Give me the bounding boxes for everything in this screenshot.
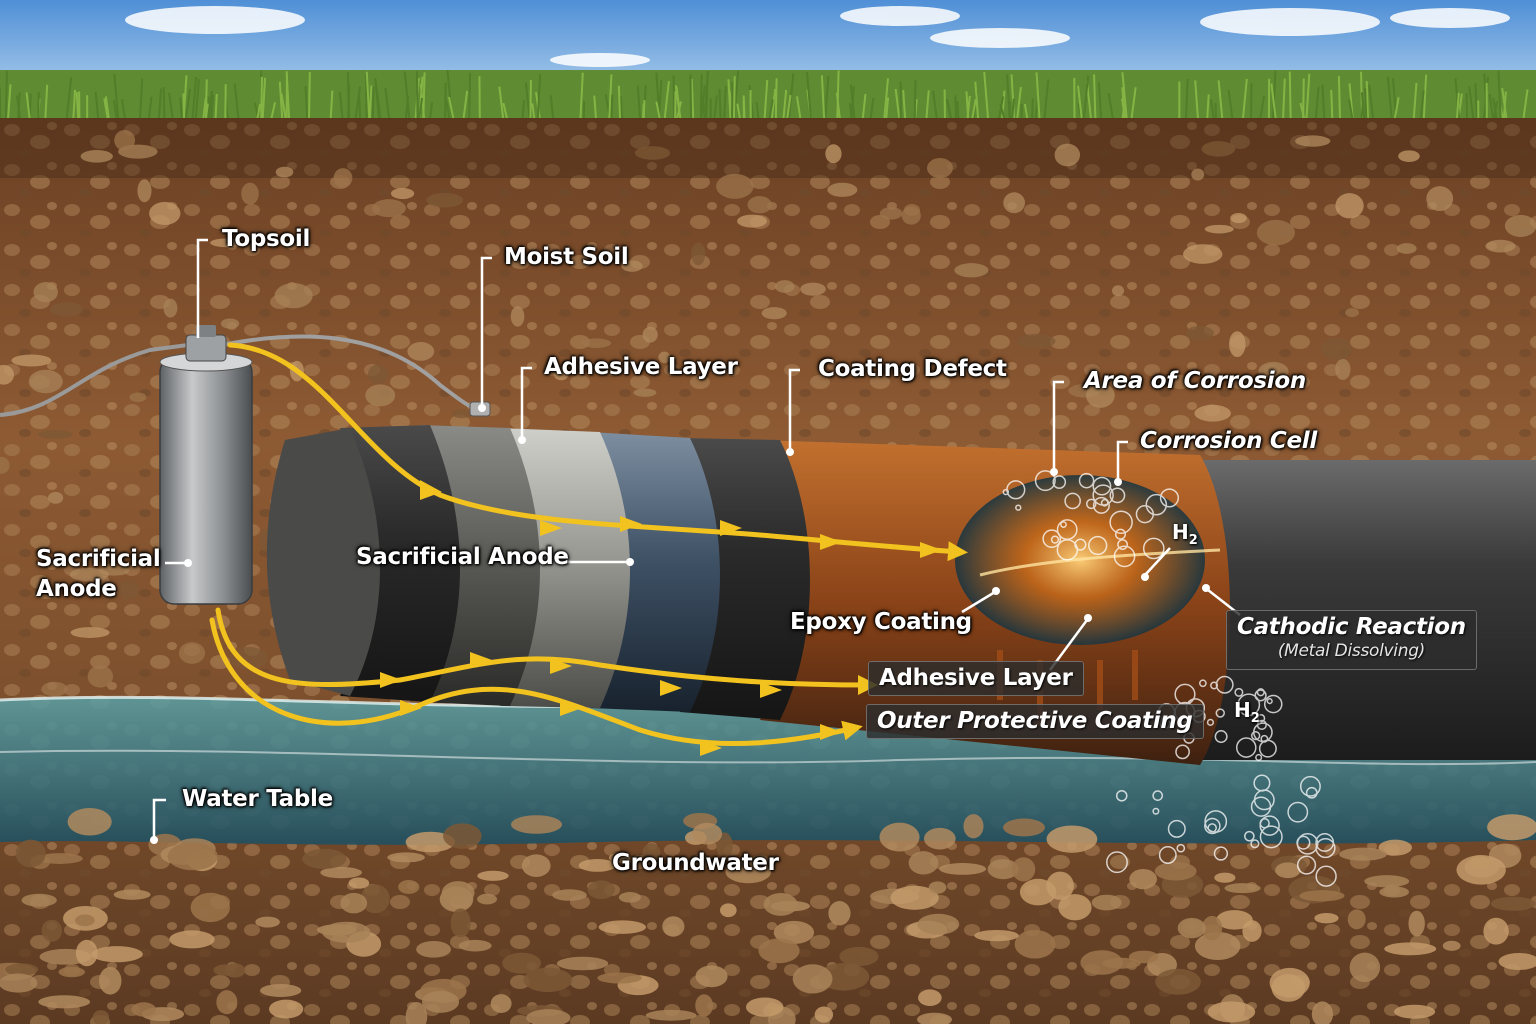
leader-lines [152,238,1241,838]
soil-dark-band [0,118,1536,178]
cathodic-reaction-subtitle: (Metal Dissolving) [1277,641,1426,661]
label-coating-defect: Coating Defect [818,356,1007,382]
label-h2-upper: H2 [1172,520,1198,548]
anode-cylinder [159,325,253,605]
soil-stones [0,129,1536,697]
label-outer-protective-coating: Outer Protective Coating [866,704,1204,739]
label-corrosion-cell: Corrosion Cell [1140,428,1317,454]
label-topsoil: Topsoil [222,226,311,252]
current-flow-arrows [209,342,968,747]
label-sacrificial-anode-pipe: Sacrificial Anode [356,544,569,570]
label-h2-lower: H2 [1234,698,1260,726]
arrowheads [380,480,942,756]
label-cathodic-reaction: Cathodic Reaction (Metal Dissolving) [1226,610,1477,670]
label-moist-soil: Moist Soil [504,244,629,270]
water-foam-line [0,749,1536,766]
coating-band-1 [266,428,380,696]
label-water-table: Water Table [182,786,333,812]
grass [0,70,1536,122]
label-adhesive-layer-top: Adhesive Layer [544,354,738,380]
lower-gravel [0,807,1536,1024]
cathodic-reaction-title: Cathodic Reaction [1237,614,1466,640]
label-groundwater: Groundwater [612,850,779,876]
grass-blades [0,69,1529,123]
anode-wire [221,334,481,412]
label-adhesive-layer-bottom: Adhesive Layer [868,661,1084,696]
label-area-of-corrosion: Area of Corrosion [1084,368,1306,394]
clouds [125,6,1510,67]
label-sacrificial-anode-left: Sacrificial Anode [36,546,161,602]
corrosion-streak [979,548,1221,577]
leader-dots [150,404,1210,844]
anode-wire-left [0,343,189,417]
label-epoxy-coating: Epoxy Coating [790,609,972,635]
